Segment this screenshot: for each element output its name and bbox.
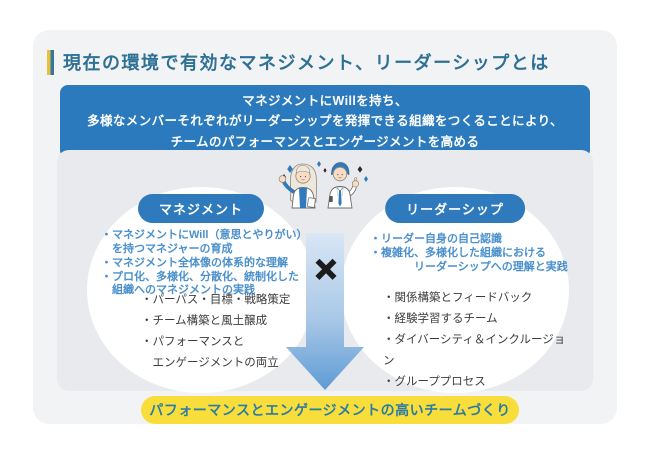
man-figure [327,162,360,209]
page-title: 現在の環境で有効なマネジメント、リーダーシップとは [63,53,550,73]
summary-line-2: 多様なメンバーそれぞれがリーダーシップを発揮できる組織をつくることにより、 [87,114,563,129]
management-circle: マネジメント ・マネジメントにWill（意思とやりがい） を持つマネジャーの育成… [87,187,315,393]
management-practice-p2: ・チーム構築と風土醸成 [141,314,268,327]
leadership-label-pill: リーダーシップ [385,194,525,223]
summary-box: マネジメントにWillを持ち、 多様なメンバーそれぞれがリーダーシップを発揮でき… [60,85,590,158]
management-practice-points: ・パーパス・目標・戦略策定 ・チーム構築と風土醸成 ・パフォーマンスと エンゲー… [141,290,290,374]
woman-figure [278,163,317,209]
leadership-circle: リーダーシップ ・リーダー自身の自己認識 ・複雑化、多様化した組織における リー… [341,187,569,393]
team-illustration [272,158,372,241]
title-marker-bar [47,49,54,75]
management-focus-points: ・マネジメントにWill（意思とやりがい） を持つマネジャーの育成 ・マネジメン… [101,229,307,298]
multiply-icon: × [314,248,338,292]
leadership-focus-p2: ・複雑化、多様化した組織における リーダーシップへの理解と実践 [370,246,568,273]
management-practice-p1: ・パーパス・目標・戦略策定 [141,294,291,306]
down-arrow-icon [283,233,371,398]
leadership-practice-p4: ・グループプロセス [383,375,486,388]
leadership-practice-points: ・関係構築とフィードバック ・経験学習するチーム ・ダイバーシティ＆インクルージ… [383,288,569,393]
title-row: 現在の環境で有効なマネジメント、リーダーシップとは [47,49,550,75]
leadership-practice-p2: ・経験学習するチーム [383,312,498,325]
summary-line-3: チームのパフォーマンスとエンゲージメントを高める [170,134,480,149]
leadership-practice-p3: ・ダイバーシティ＆インクルージョン [383,333,566,367]
summary-line-1: マネジメントにWillを持ち、 [242,94,408,109]
result-banner: パフォーマンスとエンゲージメントの高いチームづくり [141,396,519,424]
management-practice-p3: ・パフォーマンスと エンゲージメントの両立 [141,335,279,369]
leadership-practice-p1: ・関係構築とフィードバック [383,292,533,304]
leadership-focus-points: ・リーダー自身の自己認識 ・複雑化、多様化した組織における リーダーシップへの理… [370,233,568,275]
management-focus-p3: ・プロ化、多様化、分散化、統制化した 組織へのマネジメントの実践 [101,270,299,297]
leadership-focus-p1: ・リーダー自身の自己認識 [370,233,502,245]
management-focus-p2: ・マネジメント全体像の体系的な理解 [101,256,288,269]
management-label-pill: マネジメント [137,194,265,223]
management-focus-p1: ・マネジメントにWill（意思とやりがい） を持つマネジャーの育成 [101,229,308,255]
